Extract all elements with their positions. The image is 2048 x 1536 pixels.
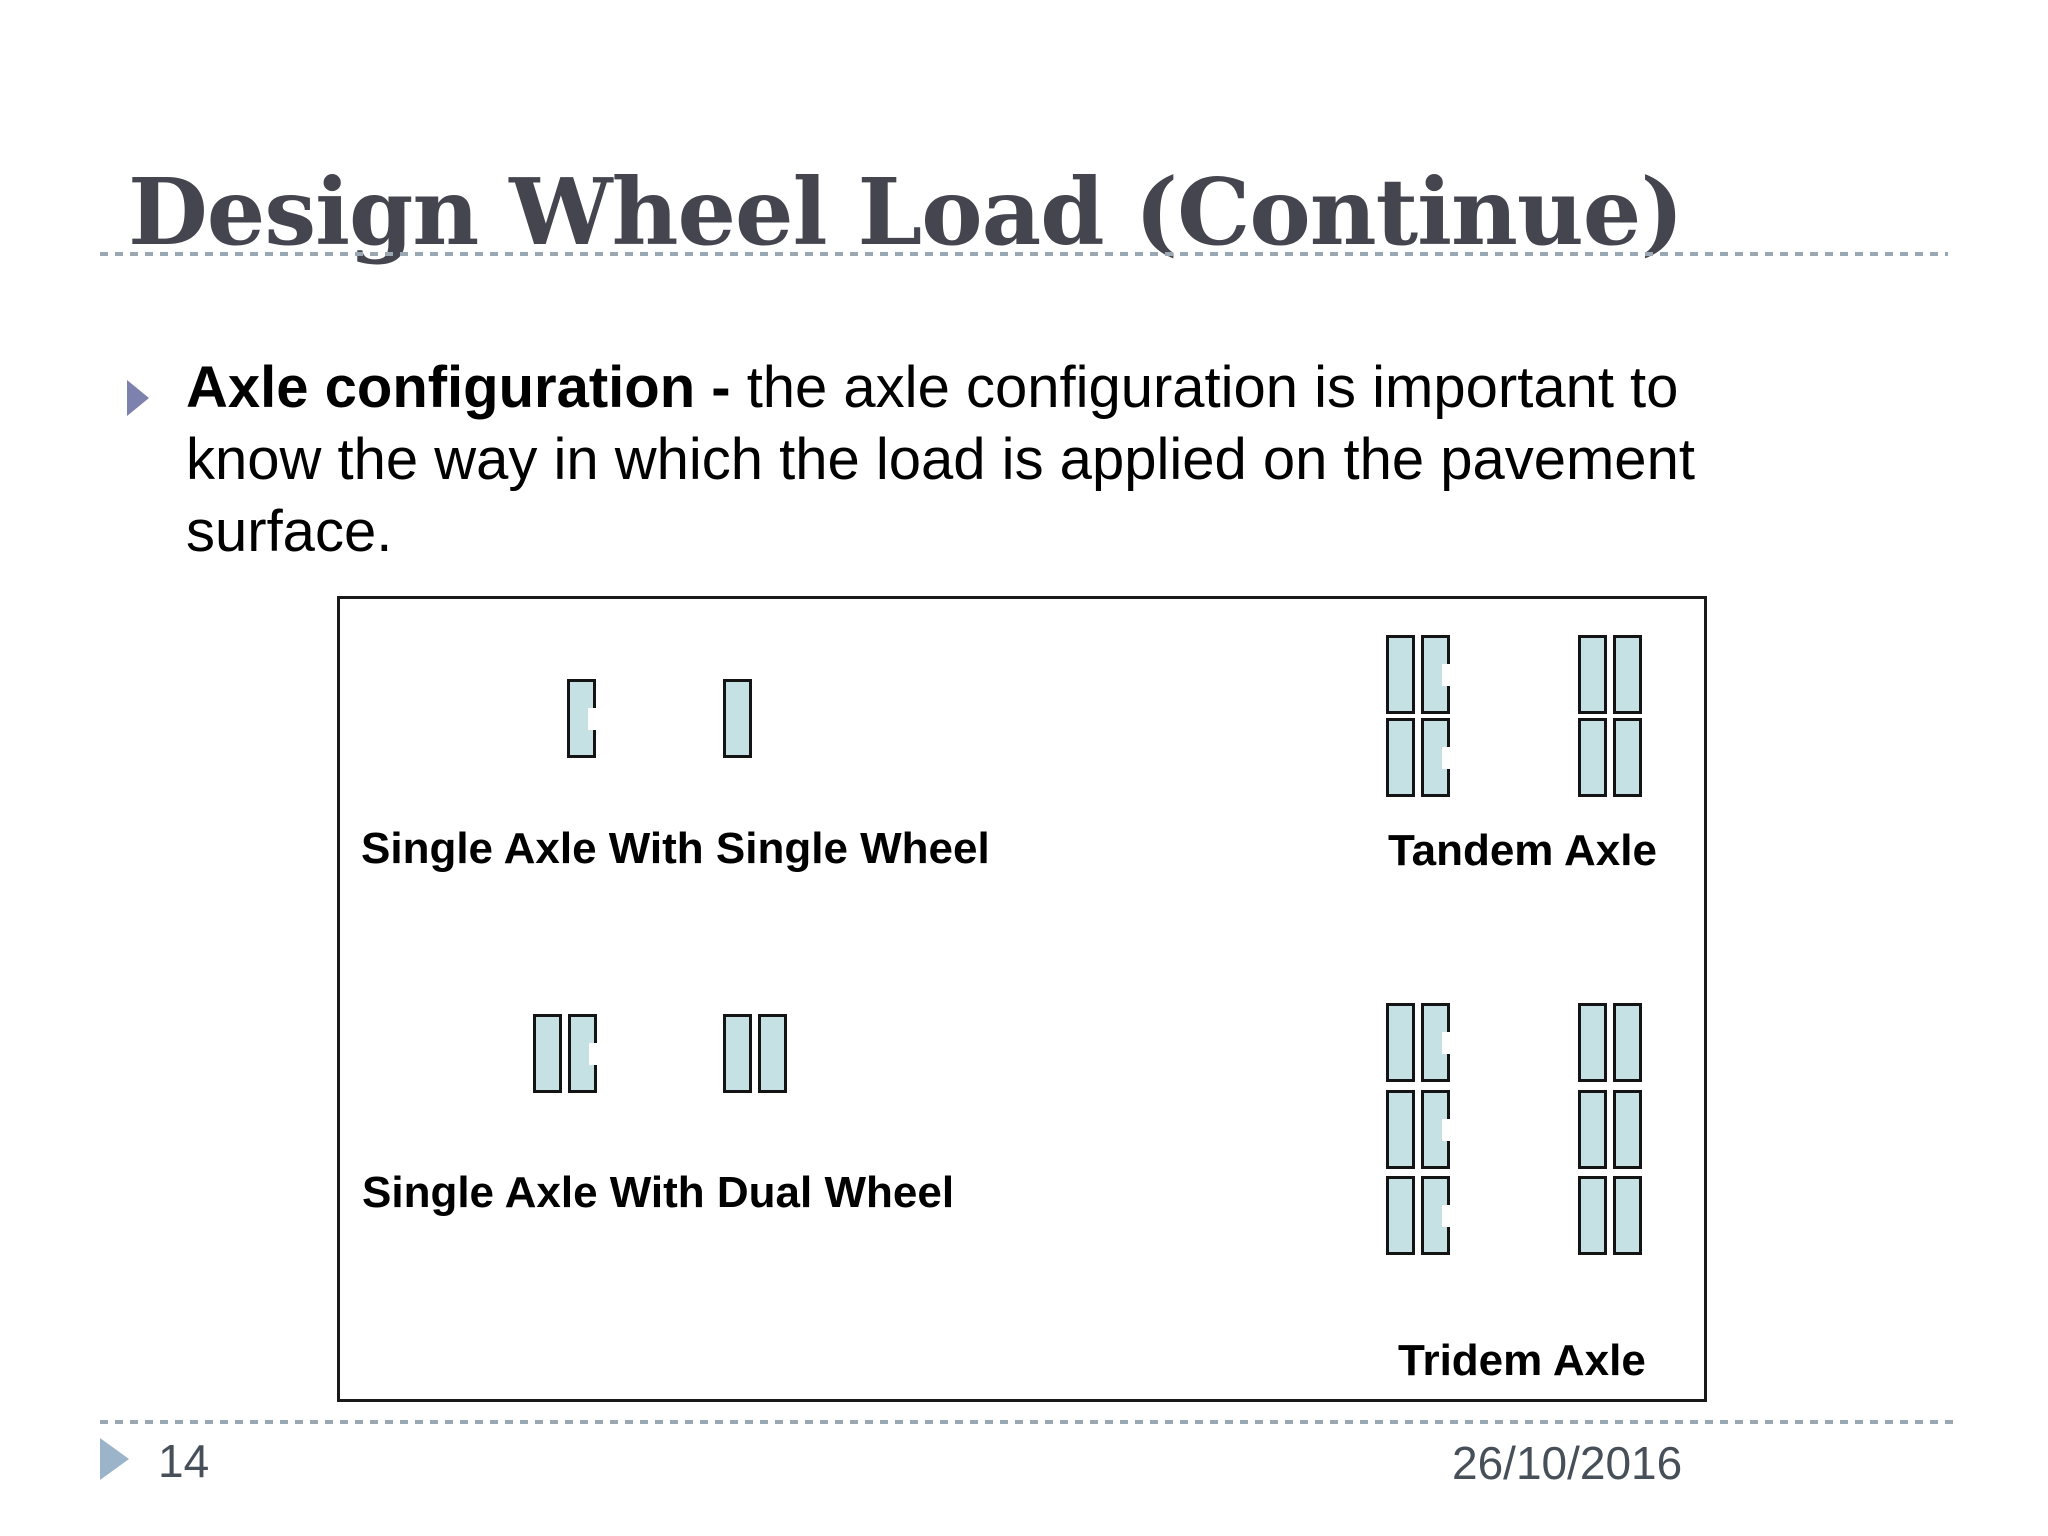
bullet-paragraph: Axle configuration - the axle configurat… xyxy=(186,352,1695,568)
dual-wheel-pair xyxy=(533,1014,597,1093)
wheel-rect xyxy=(1386,1003,1415,1082)
wheel-rect xyxy=(723,1014,752,1093)
diagram-label-tandem: Tandem Axle xyxy=(1388,826,1657,875)
footer-divider xyxy=(100,1420,1957,1424)
body-line: Axle configuration - the axle configurat… xyxy=(186,352,1695,424)
dual-wheel-pair xyxy=(1386,1176,1450,1255)
single-wheel xyxy=(567,679,596,758)
single-wheel xyxy=(723,679,752,758)
dual-wheel-pair xyxy=(1578,1176,1642,1255)
wheel-rect xyxy=(1421,635,1450,714)
wheel-rect xyxy=(1578,1176,1607,1255)
diagram-label-tridem: Tridem Axle xyxy=(1398,1336,1646,1385)
wheel-rect xyxy=(568,1014,597,1093)
wheel-rect xyxy=(1421,1176,1450,1255)
wheel-rect xyxy=(1421,1090,1450,1169)
wheel-rect xyxy=(1613,1090,1642,1169)
wheel-rect xyxy=(1386,718,1415,797)
dual-wheel-pair xyxy=(1386,1003,1450,1082)
dual-wheel-pair xyxy=(1386,1090,1450,1169)
dual-wheel-pair xyxy=(1578,635,1642,714)
page-title: Design Wheel Load (Continue) xyxy=(128,157,1684,266)
axle-configuration-diagram xyxy=(337,596,1707,1402)
footer-triangle-icon xyxy=(100,1438,129,1480)
bullet-triangle-icon xyxy=(127,380,149,416)
dual-wheel-pair xyxy=(723,1014,787,1093)
dual-wheel-pair xyxy=(1578,1003,1642,1082)
wheel-rect xyxy=(1421,1003,1450,1082)
wheel-rect xyxy=(1386,1176,1415,1255)
slide-date: 26/10/2016 xyxy=(1452,1437,1683,1489)
wheel-rect xyxy=(1421,718,1450,797)
body-line: surface. xyxy=(186,499,393,564)
wheel-rect xyxy=(1386,1090,1415,1169)
body-line-text: the axle configuration is important to xyxy=(746,355,1679,420)
body-line: know the way in which the load is applie… xyxy=(186,427,1695,492)
title-divider xyxy=(100,252,1948,256)
wheel-rect xyxy=(1578,718,1607,797)
diagram-label-single-single: Single Axle With Single Wheel xyxy=(361,824,990,873)
dual-wheel-pair xyxy=(1386,718,1450,797)
wheel-rect xyxy=(1578,1090,1607,1169)
diagram-label-single-dual: Single Axle With Dual Wheel xyxy=(362,1168,955,1217)
wheel-rect xyxy=(1613,1176,1642,1255)
wheel-rect xyxy=(533,1014,562,1093)
wheel-rect xyxy=(1613,1003,1642,1082)
wheel-rect xyxy=(1613,635,1642,714)
dual-wheel-pair xyxy=(1578,1090,1642,1169)
body-line-bold: Axle configuration - xyxy=(186,355,747,420)
dual-wheel-pair xyxy=(1386,635,1450,714)
wheel-rect xyxy=(1386,635,1415,714)
wheel-rect xyxy=(1578,1003,1607,1082)
wheel-rect xyxy=(1613,718,1642,797)
page-number: 14 xyxy=(158,1435,210,1487)
dual-wheel-pair xyxy=(1578,718,1642,797)
wheel-rect xyxy=(758,1014,787,1093)
wheel-rect xyxy=(1578,635,1607,714)
